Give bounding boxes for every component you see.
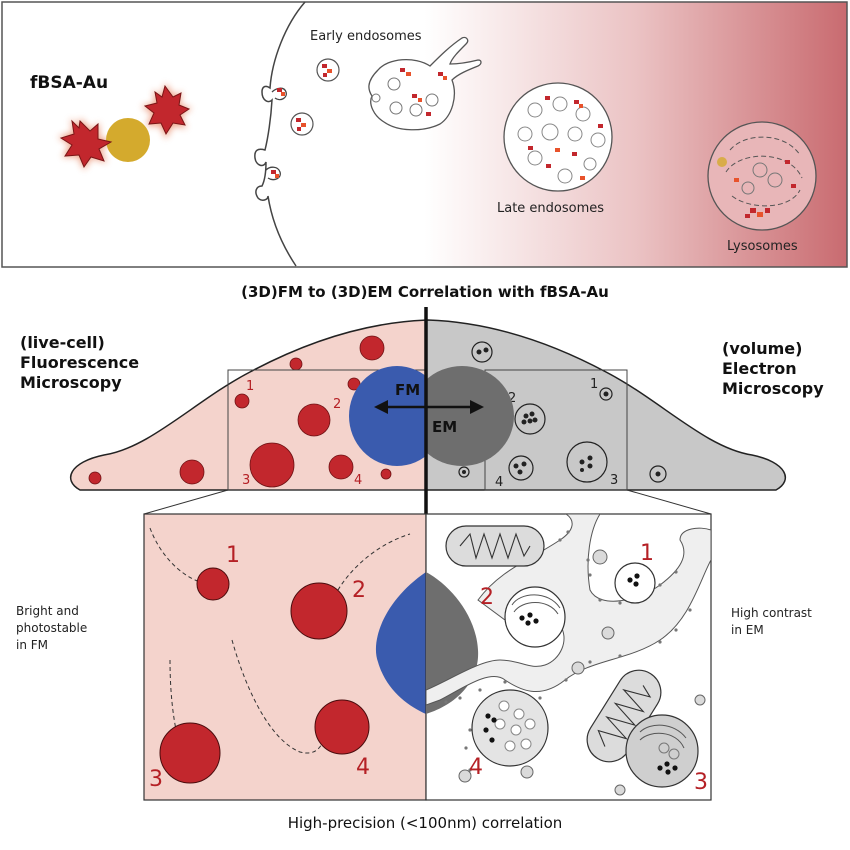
em-zoom-num-2: 2 — [480, 585, 494, 610]
fm-signal-ellipse — [349, 366, 425, 466]
em-heading-line-1: (volume) — [722, 339, 802, 358]
fm-heading-line-1: (live-cell) — [20, 333, 105, 352]
late-endosomes-label: Late endosomes — [497, 201, 604, 216]
em-zoom-num-3: 3 — [694, 770, 708, 795]
budding-vesicles — [265, 87, 287, 181]
fm-cell-num-2: 2 — [333, 397, 341, 412]
fm-heading-line-3: Microscopy — [20, 373, 122, 392]
em-note-line-1: High contrast — [731, 606, 812, 620]
fm-overlap-label: FM — [395, 381, 420, 399]
fluorophore-star — [59, 119, 113, 169]
em-note-line-2: in EM — [731, 623, 764, 637]
cell-diagram: 1 2 3 4 1 2 3 4 — [69, 307, 787, 800]
fm-zoom-num-1: 1 — [226, 543, 240, 568]
em-lysosome-3 — [625, 714, 699, 788]
mitochondrion — [586, 669, 662, 763]
fm-zoom-num-4: 4 — [356, 755, 370, 780]
em-note: High contrast in EM — [731, 606, 812, 637]
em-cell-num-3: 3 — [610, 473, 618, 488]
fm-heading: (live-cell) Fluorescence Microscopy — [20, 333, 139, 392]
correlation-arrow — [374, 400, 484, 414]
em-cell-num-1: 1 — [590, 377, 598, 392]
em-cell-num-2: 2 — [508, 391, 516, 406]
fm-cell-num-1: 1 — [246, 379, 254, 394]
em-endosome-2 — [504, 586, 566, 648]
em-heading-line-2: Electron — [722, 359, 797, 378]
lysosomes-label: Lysosomes — [727, 239, 798, 254]
em-zoom-panel: 1 2 3 4 — [425, 513, 712, 801]
gold-nanoparticle — [106, 118, 150, 162]
fm-zoom-signal — [375, 572, 426, 714]
fm-note-line-3: in FM — [16, 638, 48, 652]
fm-zoom-panel: 1 2 3 4 — [143, 513, 427, 801]
probe-label: fBSA-Au — [30, 73, 108, 93]
em-cell-num-4: 4 — [495, 475, 503, 490]
endocytosis-panel: fBSA-Au Early endosomes — [1, 1, 848, 268]
fm-note: Bright and photostable in FM — [16, 604, 87, 652]
fm-zoom-num-2: 2 — [352, 578, 366, 603]
fm-note-line-2: photostable — [16, 621, 87, 635]
em-zoom-num-4: 4 — [469, 755, 483, 780]
em-endosome-4 — [471, 689, 549, 767]
em-zoom-num-1: 1 — [640, 541, 654, 566]
em-organelles — [458, 341, 667, 483]
fm-cell-num-4: 4 — [354, 473, 362, 488]
em-heading: (volume) Electron Microscopy — [722, 339, 824, 398]
fm-puncta — [88, 335, 392, 488]
em-half-cell — [425, 319, 787, 491]
em-overlap-label: EM — [432, 418, 457, 436]
probe-illustration — [58, 83, 192, 170]
late-endosome — [503, 82, 613, 192]
footer-caption: High-precision (<100nm) correlation — [288, 814, 563, 832]
early-endosomes-label: Early endosomes — [310, 29, 422, 44]
fm-cell-num-3: 3 — [242, 473, 250, 488]
fm-note-line-1: Bright and — [16, 604, 79, 618]
plasma-membrane — [254, 1, 306, 267]
mitochondrion — [445, 525, 545, 567]
fluorophore-star — [143, 84, 191, 136]
em-heading-line-3: Microscopy — [722, 379, 824, 398]
zoom-connectors — [143, 489, 712, 515]
em-endosome-1 — [614, 562, 656, 604]
fm-zoom-puncta — [159, 567, 370, 784]
main-title: (3D)FM to (3D)EM Correlation with fBSA-A… — [241, 283, 609, 301]
early-endosome — [368, 36, 482, 131]
early-vesicles — [290, 58, 340, 136]
fm-zoom-num-3: 3 — [149, 767, 163, 792]
fm-heading-line-2: Fluorescence — [20, 353, 139, 372]
lysosome — [707, 121, 817, 231]
em-signal-ellipse — [425, 366, 514, 466]
